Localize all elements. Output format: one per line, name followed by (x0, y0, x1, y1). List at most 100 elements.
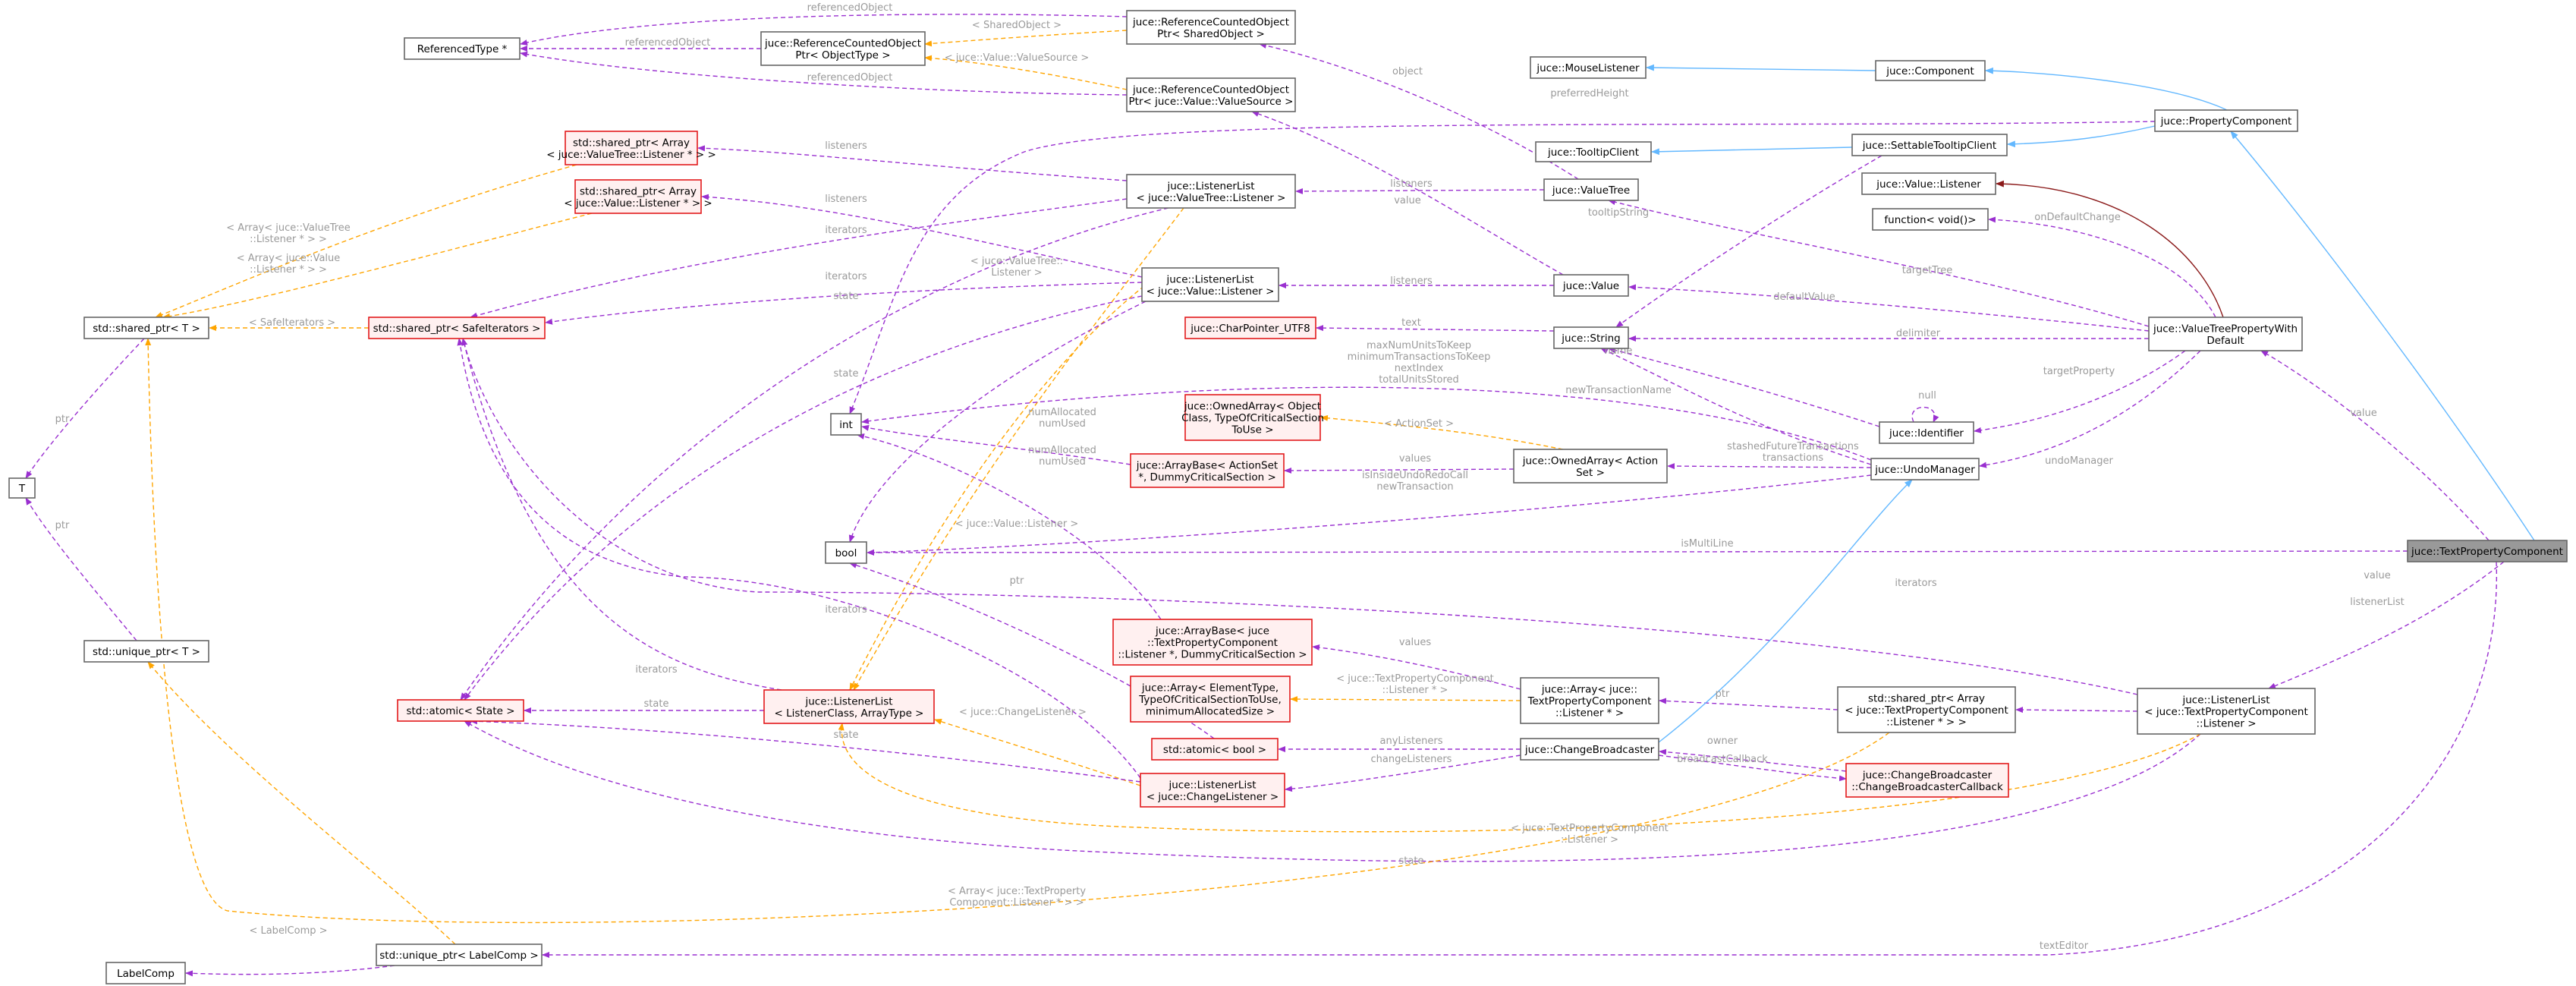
node-box (8, 477, 36, 499)
edge-label-ptr-3: ptr (1010, 575, 1024, 587)
node-function-void[interactable]: function< void()> (1872, 208, 1989, 231)
node-textpropertycomponent[interactable]: juce::TextPropertyComponent (2407, 540, 2568, 562)
edge-llchange-state (470, 718, 1141, 783)
node-box (2407, 540, 2568, 562)
node-label: function< void()> (1884, 214, 1976, 226)
edge-array-textproperty-template (1290, 696, 1521, 703)
edge-textproperty-value (2260, 350, 2490, 541)
node-sharedptr-safeiterators[interactable]: std::shared_ptr< SafeIterators > (368, 317, 546, 339)
node-sharedptr-array-textproperty[interactable]: std::shared_ptr< Array< juce::TextProper… (1837, 686, 2016, 733)
node-box (368, 317, 546, 339)
node-undomanager[interactable]: juce::UndoManager (1870, 458, 1980, 480)
node-value-listener[interactable]: juce::Value::Listener (1861, 172, 1996, 195)
node-sharedptr-valuetree-listener[interactable]: std::shared_ptr< Array< juce::ValueTree:… (546, 131, 716, 165)
node-label: juce::ReferenceCountedObject (1132, 16, 1289, 28)
node-changebroadcastercallback[interactable]: juce::ChangeBroadcaster::ChangeBroadcast… (1845, 763, 2009, 798)
edge-label-broadcastcallback: broadcastCallback (1677, 754, 1768, 765)
node-box (763, 689, 935, 724)
node-box (1126, 174, 1296, 209)
node-label: juce::ValueTreePropertyWith (2153, 323, 2298, 335)
edge-vtpwd-undomanager (1979, 350, 2201, 468)
edge-changebroadcaster-undomanager (1658, 479, 1913, 743)
edge-label-numallocated-1-a: numAllocated (1028, 407, 1096, 418)
node-label: std::unique_ptr< LabelComp > (379, 950, 538, 962)
node-listenerlist-changelistener[interactable]: juce::ListenerList< juce::ChangeListener… (1140, 773, 1285, 808)
edge-label-array-value-1: < Array< juce::Value (237, 253, 341, 264)
node-box (1140, 773, 1285, 808)
node-changebroadcaster[interactable]: juce::ChangeBroadcaster (1520, 738, 1659, 761)
node-array-elementtype[interactable]: juce::Array< ElementType,TypeOfCriticalS… (1130, 676, 1291, 723)
edge-undomanager-newtransaction (1600, 348, 1872, 465)
node-atomic-state[interactable]: std::atomic< State > (397, 699, 524, 722)
node-label: TypeOfCriticalSectionToUse, (1138, 694, 1281, 706)
node-box (1553, 326, 1629, 349)
node-label: *, DummyCriticalSection > (1138, 471, 1276, 484)
node-valuetree[interactable]: juce::ValueTree (1543, 178, 1639, 201)
edge-label-iterators-5: iterators (1895, 578, 1936, 589)
node-listenerlist-generic[interactable]: juce::ListenerList< ListenerClass, Array… (763, 689, 935, 724)
edge-label-undomanager: undoManager (2045, 455, 2113, 467)
edge-labels-layer: referencedObjectreferencedObjectreferenc… (55, 2, 2405, 952)
edge-string-text (1316, 325, 1555, 332)
edge-ownedarray-template (1320, 414, 1564, 450)
node-listenerlist-value[interactable]: juce::ListenerList< juce::Value::Listene… (1141, 267, 1279, 302)
node-box (1130, 676, 1291, 723)
edge-label-referencedobject-1: referencedObject (807, 2, 893, 14)
node-uniqueptr-t[interactable]: std::unique_ptr< T > (83, 640, 209, 663)
node-sharedptr-t[interactable]: std::shared_ptr< T > (83, 317, 209, 339)
node-label: juce::ReferenceCountedObject (764, 37, 921, 49)
edge-label-newtransactionname: newTransactionName (1565, 385, 1672, 396)
node-bool[interactable]: bool (825, 541, 867, 564)
node-uniqueptr-labelcomp[interactable]: std::unique_ptr< LabelComp > (376, 943, 543, 966)
edge-label-sharedobject: < SharedObject > (972, 20, 1062, 31)
node-string[interactable]: juce::String (1553, 326, 1629, 349)
node-label: T (18, 483, 26, 495)
node-arraybase-actionset[interactable]: juce::ArrayBase< ActionSet*, DummyCritic… (1130, 453, 1285, 488)
node-labelcomp[interactable]: LabelComp (105, 962, 186, 984)
node-box (2148, 317, 2303, 351)
node-mouselistener[interactable]: juce::MouseListener (1530, 56, 1647, 79)
node-charpointer-utf8[interactable]: juce::CharPointer_UTF8 (1184, 317, 1316, 339)
node-propertycomponent[interactable]: juce::PropertyComponent (2154, 109, 2298, 132)
node-box (1126, 10, 1296, 45)
node-component[interactable]: juce::Component (1875, 60, 1986, 81)
node-listenerlist-textproperty[interactable]: juce::ListenerList< juce::TextPropertyCo… (2137, 688, 2316, 735)
node-label: juce::ListenerList (804, 695, 892, 707)
edge-label-numallocated-1-b: numUsed (1039, 418, 1086, 430)
edge-lltext-iterators (461, 338, 2138, 695)
node-box (105, 962, 186, 984)
node-listenerlist-valuetree[interactable]: juce::ListenerList< juce::ValueTree::Lis… (1126, 174, 1296, 209)
node-label: ::Listener *, DummyCriticalSection > (1118, 649, 1307, 661)
edge-llvalue-generic (849, 267, 1169, 691)
node-t[interactable]: T (8, 477, 36, 499)
node-label: juce::ListenerList (1166, 180, 1254, 192)
node-label: std::shared_ptr< Array (580, 185, 697, 197)
edge-label-targettree: targetTree (1902, 265, 1953, 276)
node-identifier[interactable]: juce::Identifier (1879, 421, 1974, 444)
node-referencedtype[interactable]: ReferencedType * (404, 37, 521, 60)
edge-label-iterators-3: iterators (825, 604, 867, 616)
node-label: < juce::Value::Listener > (1146, 285, 1275, 298)
node-sharedptr-value-listener[interactable]: std::shared_ptr< Array< juce::Value::Lis… (564, 179, 712, 214)
node-box (2154, 109, 2298, 132)
node-value[interactable]: juce::Value (1553, 274, 1629, 297)
edge-label-array-textproperty-2: Component::Listener * > > (949, 897, 1084, 909)
node-tooltipclient[interactable]: juce::TooltipClient (1535, 141, 1652, 162)
node-arraybase-textproperty[interactable]: juce::ArrayBase< juce::TextPropertyCompo… (1112, 619, 1313, 666)
node-label: int (839, 419, 853, 431)
node-array-textproperty[interactable]: juce::Array< juce::TextPropertyComponent… (1520, 677, 1659, 724)
node-atomic-bool[interactable]: std::atomic< bool > (1151, 738, 1279, 761)
node-int[interactable]: int (830, 413, 862, 436)
node-settabletooltipclient[interactable]: juce::SettableTooltipClient (1851, 134, 2008, 156)
edge-label-array-textproperty-1: < Array< juce::TextProperty (948, 886, 1086, 897)
edge-label-changelistener: < juce::ChangeListener > (959, 707, 1087, 718)
node-ownedarray-actionset[interactable]: juce::OwnedArray< ActionSet > (1513, 449, 1668, 484)
node-box (1130, 453, 1285, 488)
node-box (1845, 763, 2009, 798)
node-box (1141, 267, 1279, 302)
